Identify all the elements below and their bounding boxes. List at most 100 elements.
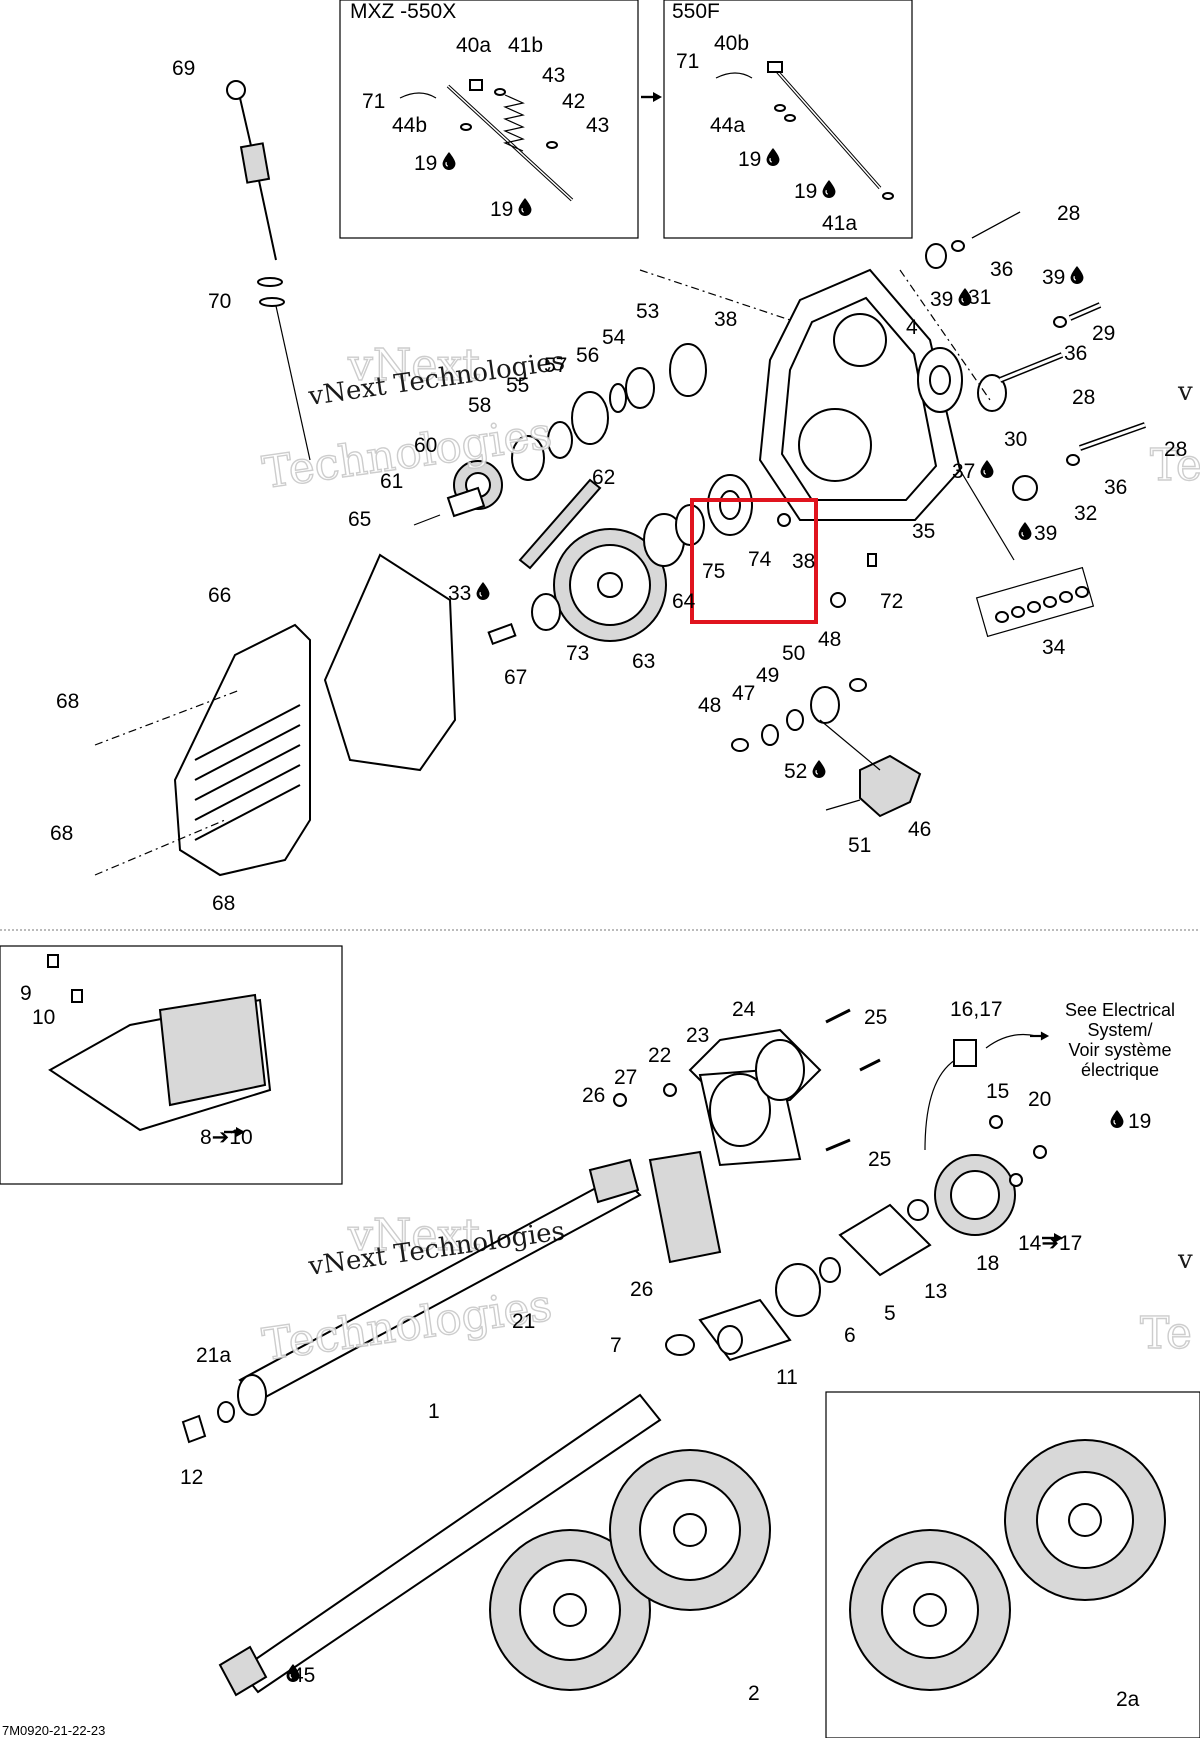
callout-23: 23 <box>686 1024 709 1047</box>
callout-44a: 44a <box>710 114 745 137</box>
drive-sprockets <box>489 1449 771 1691</box>
callout-40b: 40b <box>714 32 749 55</box>
callout-11: 11 <box>776 1366 798 1389</box>
oil-drop-icon <box>1070 266 1084 284</box>
watermark-edge-v-lower: v <box>1177 1245 1193 1275</box>
drive-shaft-components <box>413 343 963 646</box>
callout-64: 64 <box>672 590 696 613</box>
inset-title-550f: 550F <box>672 0 720 23</box>
inset-arrow-icon <box>640 91 664 103</box>
oil-drop-icon <box>518 198 532 216</box>
callout-43: 43 <box>542 64 565 87</box>
callout-26: 26 <box>630 1278 653 1301</box>
callout-25: 25 <box>864 1006 887 1029</box>
callout-21a: 21a <box>196 1344 231 1367</box>
callout-25: 25 <box>868 1148 891 1171</box>
watermark-brand-bottom-upper: Technologies <box>259 408 554 499</box>
callout-1: 1 <box>428 1400 440 1423</box>
electrical-note-line-1: See Electrical <box>1065 1000 1175 1020</box>
callout-19: 19 <box>490 198 513 221</box>
callout-20: 20 <box>1028 1088 1051 1111</box>
oil-drop-icon <box>1018 522 1032 540</box>
callout-72: 72 <box>880 590 903 613</box>
callout-56: 56 <box>576 344 599 367</box>
chaincase-gasket-and-cover <box>94 553 457 877</box>
callout-19: 19 <box>414 152 437 175</box>
callout-9: 9 <box>20 982 32 1005</box>
callout-68: 68 <box>212 892 235 915</box>
callout-28: 28 <box>1057 202 1080 225</box>
bearing-housing-components <box>613 1008 1047 1362</box>
drawing-code: 7M0920-21-22-23 <box>2 1723 105 1738</box>
callout-45: 45 <box>292 1664 315 1687</box>
tensioner-components <box>731 678 922 818</box>
callout-31: 31 <box>968 286 991 309</box>
callout-8-10: 8➔10 <box>200 1126 253 1149</box>
callout-36: 36 <box>1104 476 1127 499</box>
callout-50: 50 <box>782 642 805 665</box>
watermark-brand-top-lower: vNext <box>347 1210 480 1261</box>
callout-71: 71 <box>362 90 385 113</box>
callout-27: 27 <box>614 1066 637 1089</box>
electrical-note-line-3: Voir système <box>1068 1040 1171 1060</box>
callout-26: 26 <box>582 1084 605 1107</box>
callout-49: 49 <box>756 664 779 687</box>
chaincase-housing <box>639 268 962 521</box>
callout-34: 34 <box>1042 636 1066 659</box>
callout-41a: 41a <box>822 212 857 235</box>
oil-drop-icon <box>1110 1110 1124 1128</box>
upper-right-hardware <box>899 211 1147 501</box>
callout-57: 57 <box>544 354 567 377</box>
callout-48: 48 <box>818 628 841 651</box>
callout-39: 39 <box>930 288 953 311</box>
oil-drop-icon <box>766 148 780 166</box>
track-inset <box>0 945 343 1185</box>
callout-2a: 2a <box>1116 1688 1140 1711</box>
callout-29: 29 <box>1092 322 1115 345</box>
drive-axle-assembly <box>181 1158 662 1697</box>
callout-14-17: 14➔17 <box>1018 1232 1082 1255</box>
callout-37: 37 <box>952 460 975 483</box>
callout-30: 30 <box>1004 428 1027 451</box>
callout-40a: 40a <box>456 34 491 57</box>
watermark-brand-top-upper: vNext <box>347 340 480 391</box>
callout-67: 67 <box>504 666 527 689</box>
callout-labels: 40a 41b 43 42 43 71 44b 19 19 40b 71 44a… <box>20 32 1187 1711</box>
callout-6: 6 <box>844 1324 856 1347</box>
callout-73: 73 <box>566 642 589 665</box>
callout-7: 7 <box>610 1334 622 1357</box>
electrical-note-line-4: électrique <box>1081 1060 1159 1080</box>
callout-19: 19 <box>738 148 761 171</box>
callout-48: 48 <box>698 694 721 717</box>
oil-drop-icon <box>476 582 490 600</box>
oil-drop-icon <box>822 180 836 198</box>
callout-47: 47 <box>732 682 755 705</box>
callout-19: 19 <box>794 180 817 203</box>
callout-38: 38 <box>714 308 737 331</box>
oil-drop-icon <box>442 152 456 170</box>
callout-53: 53 <box>636 300 659 323</box>
callout-10: 10 <box>32 1006 55 1029</box>
electrical-note-line-2: System/ <box>1087 1020 1152 1040</box>
callout-39: 39 <box>1042 266 1065 289</box>
callout-62: 62 <box>592 466 615 489</box>
callout-16-17: 16,17 <box>950 998 1003 1021</box>
oil-drop-icon <box>980 460 994 478</box>
callout-21: 21 <box>512 1310 535 1333</box>
watermark-edge-v-upper: v <box>1177 377 1193 407</box>
callout-19: 19 <box>1128 1110 1151 1133</box>
inset-box-mxz-550x: MXZ -550X <box>339 0 639 239</box>
callout-63: 63 <box>632 650 655 673</box>
inset-box-550f: 550F <box>663 0 913 239</box>
inset-title-mxz-550x: MXZ -550X <box>350 0 456 23</box>
watermark-edge-te-upper: Te <box>1150 440 1200 491</box>
callout-54: 54 <box>602 326 626 349</box>
callout-71: 71 <box>676 50 699 73</box>
callout-12: 12 <box>180 1466 203 1489</box>
callout-55: 55 <box>506 374 529 397</box>
oil-drop-icon <box>812 760 826 778</box>
callout-60: 60 <box>414 434 437 457</box>
callout-18: 18 <box>976 1252 999 1275</box>
